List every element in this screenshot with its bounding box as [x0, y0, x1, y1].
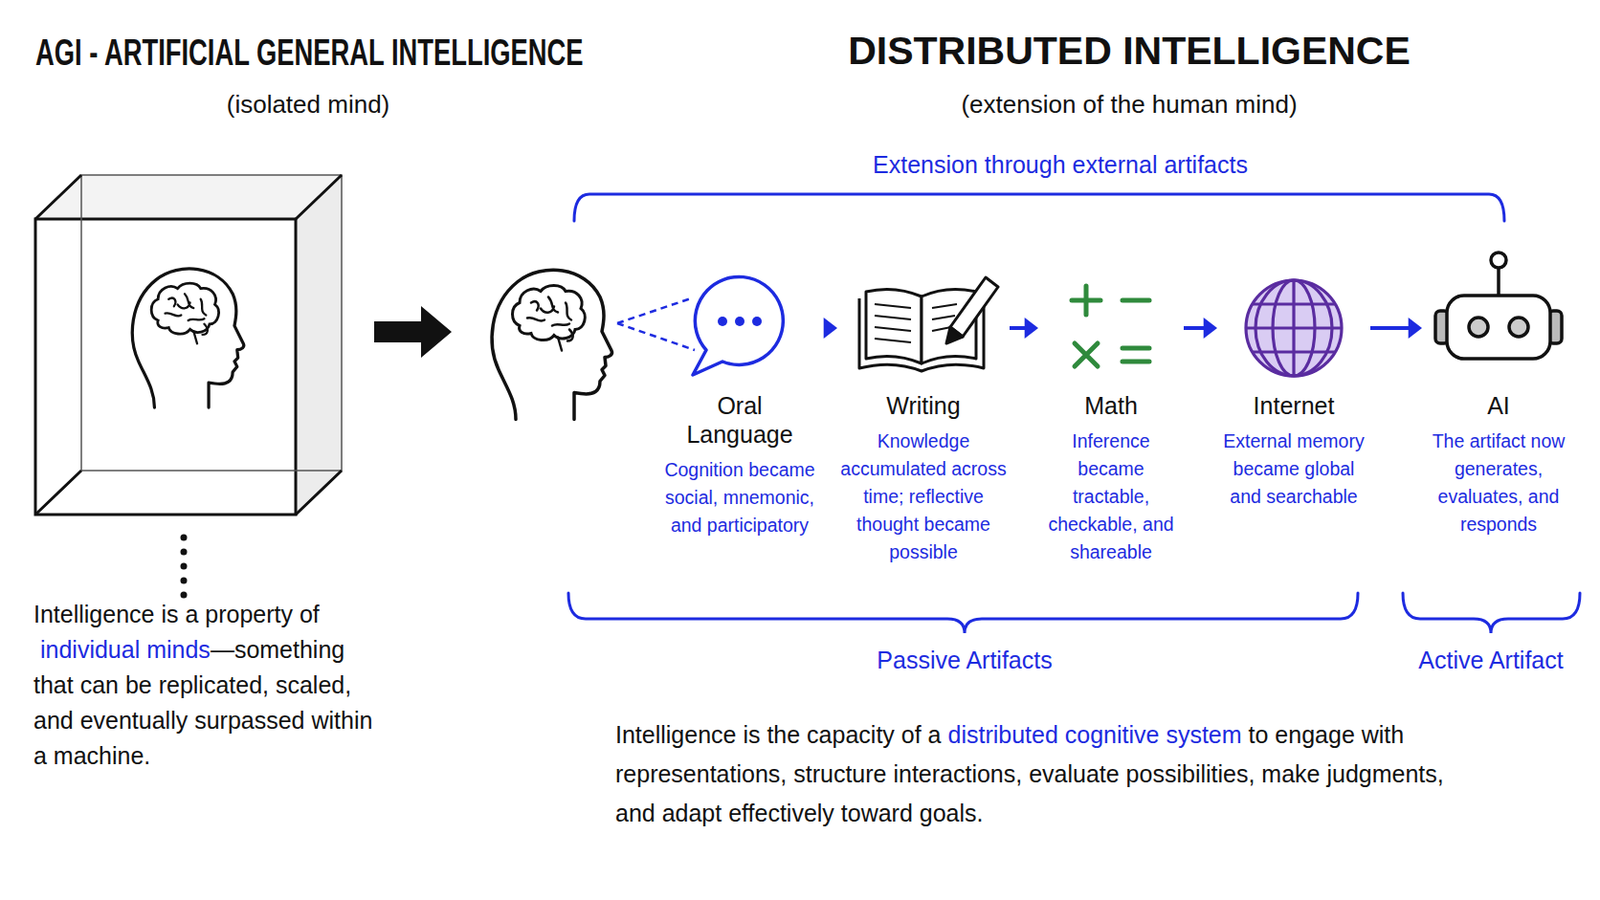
stage-description: Inference became tractable, checkable, a… — [1041, 427, 1181, 567]
flow-arrow — [1370, 317, 1423, 339]
stage-description: External memory became global and search… — [1220, 427, 1368, 512]
paragraph: Intelligence is a property of individual … — [33, 597, 378, 775]
math-symbols — [1122, 298, 1150, 304]
speech-bubble-icon — [752, 316, 762, 327]
glass-cube — [35, 175, 342, 515]
leader-dots — [180, 577, 188, 585]
stage-description: Cognition became social, mnemonic, and p… — [657, 456, 823, 540]
brackets — [574, 194, 1505, 222]
artifact-stage: AI The artifact now generates, evaluates,… — [1424, 272, 1573, 539]
glass-cube — [295, 175, 342, 515]
bracket-label: Passive Artifacts — [773, 646, 1156, 675]
section-subtitle: (isolated mind) — [116, 90, 500, 120]
brain-head — [491, 269, 612, 420]
stage-title: Math — [1044, 391, 1178, 421]
flow-arrow — [823, 317, 838, 339]
math-symbols — [1074, 343, 1098, 367]
robot-icon — [1468, 317, 1489, 337]
brain-head — [132, 268, 244, 408]
paragraph-text: Intelligence is a property of — [33, 600, 320, 628]
bracket-label: Extension through external artifacts — [773, 151, 1348, 179]
speech-bubble-icon — [692, 276, 783, 376]
stage-description: The artifact now generates, evaluates, a… — [1424, 427, 1573, 539]
stage-description: Knowledge accumulated across time; refle… — [840, 427, 1007, 567]
globe-icon — [1245, 280, 1342, 377]
artifact-stage: InternetExternal memory became global an… — [1220, 272, 1368, 512]
arrow-head — [823, 317, 838, 339]
robot-icon — [1446, 295, 1551, 359]
leader-dots — [180, 534, 188, 600]
brackets — [568, 593, 1358, 634]
leader-dots — [180, 592, 188, 600]
arrow-shaft — [1370, 326, 1410, 331]
paragraph: Intelligence is the capacity of adistrib… — [615, 715, 1482, 834]
book-icon — [874, 304, 957, 343]
dashed-lines — [617, 298, 695, 351]
section-subtitle: (extension of the human mind) — [746, 90, 1512, 120]
speech-bubble-icon — [734, 316, 745, 327]
stage-title: AI — [1427, 391, 1570, 421]
stage-title: Internet — [1222, 391, 1365, 421]
speech-bubble-icon — [717, 316, 728, 327]
brackets — [1402, 593, 1580, 634]
globe-icon — [1245, 280, 1342, 377]
arrow-head — [1408, 317, 1423, 339]
book-icon — [946, 327, 963, 344]
highlight-text: distributed cognitive system — [947, 721, 1242, 749]
arrow-head — [1024, 317, 1039, 339]
book-icon — [866, 288, 922, 364]
flow-arrow — [1183, 317, 1218, 339]
leader-dots — [180, 549, 188, 556]
globe-icon — [1245, 280, 1342, 377]
highlight-text: individual minds — [40, 636, 211, 664]
speech-bubble-icon — [692, 276, 783, 376]
book-icon — [950, 277, 999, 337]
big-arrow — [374, 306, 452, 358]
robot-icon — [1435, 252, 1562, 359]
leader-dots — [180, 563, 188, 571]
robot-icon — [1509, 317, 1529, 337]
robot-icon — [1490, 252, 1507, 268]
artifact-stage: Oral LanguageCognition became social, mn… — [657, 272, 823, 540]
arrow-head — [1203, 317, 1218, 339]
glass-cube — [81, 175, 342, 471]
brackets — [568, 194, 1580, 634]
section-title: DISTRIBUTED INTELLIGENCE — [746, 28, 1512, 74]
arrow-shaft — [1183, 326, 1205, 331]
bracket-label: Active Artifact — [1376, 646, 1600, 675]
flow-arrow — [1009, 317, 1039, 339]
stage-title: Writing — [846, 391, 1000, 421]
glass-cube — [35, 175, 342, 515]
math-symbols — [1071, 286, 1150, 367]
arrow-shaft — [1009, 326, 1026, 331]
math-symbols — [1122, 348, 1150, 362]
leader-dots — [180, 534, 188, 542]
artifact-stage: MathInference became tractable, checkabl… — [1041, 272, 1181, 567]
section-title: AGI - ARTIFICIAL GENERAL INTELLIGENCE — [35, 32, 584, 75]
robot-icon — [1496, 267, 1501, 296]
book-icon — [859, 277, 999, 372]
paragraph-text: Intelligence is the capacity of a — [615, 721, 941, 749]
artifact-stage: WritingKnowledge accumulated across time… — [840, 272, 1007, 567]
math-symbols — [1071, 286, 1101, 315]
stage-title: Oral Language — [682, 391, 798, 449]
